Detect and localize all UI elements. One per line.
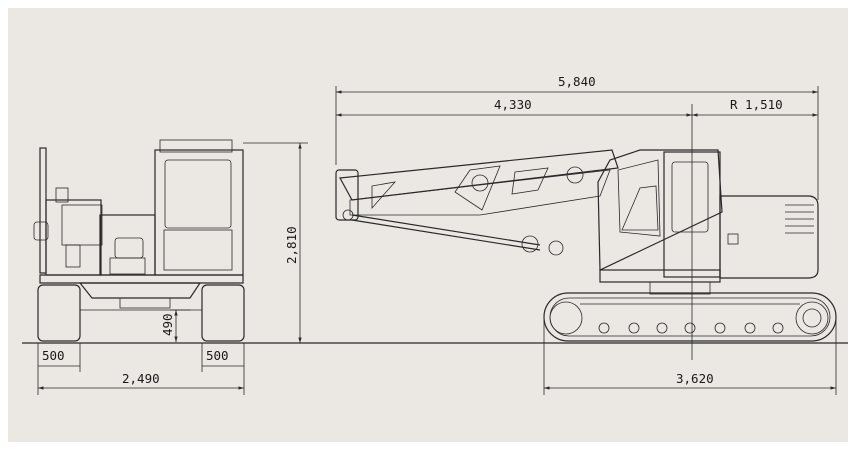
boom	[339, 149, 619, 201]
track-length-label: 3,620	[676, 371, 714, 386]
left-track	[37, 284, 81, 342]
front-dimensions: 500 500 2,490 490 2,810	[37, 142, 308, 395]
crawler-track	[543, 292, 837, 342]
track-width-right-label: 500	[206, 348, 229, 363]
overall-length-label: 5,840	[558, 74, 596, 89]
side-dimensions: 5,840 4,330 R 1,510 3,620	[335, 74, 837, 395]
right-track	[201, 284, 245, 342]
track-width-left-label: 500	[42, 348, 65, 363]
engine-housing	[719, 195, 819, 279]
side-view	[335, 104, 837, 360]
front-view-turntable	[78, 282, 202, 299]
overall-height-label: 2,810	[284, 226, 299, 264]
sprocket-wheel	[795, 301, 829, 335]
overall-width-label: 2,490	[122, 371, 160, 386]
luffing-cylinder	[351, 214, 541, 246]
front-view	[33, 139, 245, 342]
front-guard-grille	[163, 229, 233, 271]
front-length-label: 4,330	[494, 97, 532, 112]
ground-clearance-label: 490	[160, 313, 175, 336]
idler-wheel	[549, 301, 583, 335]
tail-radius-label: R 1,510	[730, 97, 783, 112]
